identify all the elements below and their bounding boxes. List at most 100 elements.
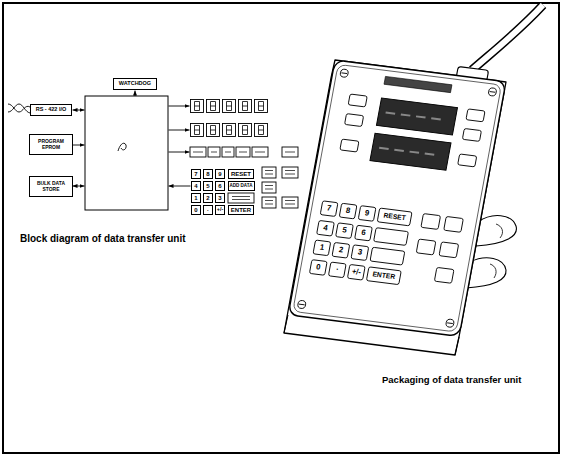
device-face-art: [336, 223, 354, 239]
keypad-key: ADD DATA: [228, 181, 255, 191]
seven-segment-display: [239, 124, 252, 137]
device-face-art: [288, 60, 506, 336]
keypad-key: 9: [215, 169, 225, 179]
device-face-art: [421, 214, 441, 230]
seven-segment-display: [255, 124, 268, 137]
device-face-art: [309, 260, 327, 276]
bus-lines: [169, 130, 190, 131]
device-key-label: 6: [355, 225, 373, 241]
keypad-key: +/-: [215, 205, 225, 215]
device-key-label: 1: [313, 240, 331, 256]
keypad-key: 2: [203, 193, 213, 203]
twisted-pair-wires: [8, 104, 30, 113]
device-key-label: 0: [309, 260, 327, 276]
keypad-key: 0: [191, 205, 201, 215]
device-key-label: 2: [332, 242, 350, 258]
box-label: PROGRAM EPROM: [30, 139, 72, 149]
box-label: ENTER: [231, 207, 251, 213]
device-face-art: [370, 247, 405, 265]
device-face-art: [379, 113, 441, 155]
box-label: 6: [218, 183, 221, 189]
indicator-keys: [282, 197, 298, 208]
processor-box: [85, 96, 168, 210]
device-face-art: [358, 206, 376, 222]
seven-segment-display: [223, 100, 236, 113]
seven-segment-display: [191, 124, 204, 137]
indicator-keys: [262, 167, 276, 178]
box-label: ·: [207, 207, 209, 213]
device-key-label: 4: [317, 220, 335, 236]
device-key-label: +/-: [347, 264, 365, 280]
keypad-key: RESET: [228, 169, 254, 179]
box-label: BULK DATA STORE: [30, 181, 72, 191]
indicator-keys: [262, 182, 276, 193]
device-face-art: [416, 239, 436, 255]
figure-frame: [3, 3, 559, 453]
bus-lines: [73, 110, 85, 111]
key-text: +/-: [351, 268, 362, 277]
device-illustration: [284, 315, 288, 333]
key-text: 7: [326, 204, 332, 213]
device-face-art: [313, 240, 331, 256]
key-text: 3: [357, 248, 363, 257]
box-label: RS - 422 I/O: [36, 107, 67, 113]
device-face-art: [293, 64, 502, 332]
device-key-label: 7: [320, 201, 338, 217]
processor-box: [118, 143, 126, 151]
indicator-keys: [228, 193, 254, 203]
bus-lines: [135, 91, 136, 97]
keypad-key: ENTER: [228, 205, 254, 215]
device-face-art: [317, 220, 335, 236]
device-face-art: [434, 267, 454, 283]
twisted-pair-wires: [8, 104, 30, 112]
device-face-art: [384, 76, 452, 92]
bus-lines: [73, 91, 191, 187]
device-top-face: 789RESET4561230·+/-ENTER: [288, 60, 506, 336]
keypad-key: 3: [215, 193, 225, 203]
seven-segment-display: [239, 100, 252, 113]
box-label: 9: [218, 171, 221, 177]
indicator-keys: [282, 167, 298, 178]
box-label: 0: [194, 207, 197, 213]
device-face-art: [348, 94, 367, 107]
figure-caption: Block diagram of data transfer unit: [20, 232, 220, 246]
seven-segment-display: [223, 124, 236, 137]
device-face-art: [351, 245, 369, 261]
device-face-art: [366, 267, 401, 285]
box-label: 8: [206, 171, 209, 177]
twisted-pair-wires: [8, 104, 30, 113]
device-face-art: [297, 69, 497, 328]
keypad-key: 8: [203, 169, 213, 179]
device-key-label: ·: [328, 262, 346, 278]
device-face-art: [328, 262, 346, 278]
device-face-art: [309, 93, 485, 291]
keypad-key: ·: [203, 205, 213, 215]
keypad-key: 7: [191, 169, 201, 179]
watchdog-box: WATCHDOG: [113, 78, 157, 90]
indicator-keys: [193, 152, 295, 204]
box-label: WATCHDOG: [119, 81, 151, 87]
device-illustration: [472, 5, 543, 70]
seven-segment-display: [207, 124, 220, 137]
memory-box: BULK DATA STORE: [29, 176, 73, 197]
device-face-art: [347, 264, 365, 280]
box-label: 3: [218, 195, 221, 201]
key-text: 5: [342, 226, 348, 235]
device-face-art: [439, 242, 459, 258]
key-text: 9: [364, 209, 370, 218]
bus-lines: [169, 186, 191, 187]
key-text: 1: [319, 243, 325, 252]
box-label: 2: [206, 195, 209, 201]
box-label: RESET: [231, 171, 251, 177]
indicator-keys: [190, 147, 298, 208]
device-face-art: [458, 154, 477, 167]
key-text: 6: [361, 229, 367, 238]
keypad-key: 1: [191, 193, 201, 203]
keypad-key: 4: [191, 181, 201, 191]
device-face-art: [340, 139, 359, 152]
box-label: 1: [194, 195, 197, 201]
key-text: RESET: [383, 212, 406, 222]
device-face-art: [345, 114, 364, 127]
device-key-label: 3: [351, 245, 369, 261]
